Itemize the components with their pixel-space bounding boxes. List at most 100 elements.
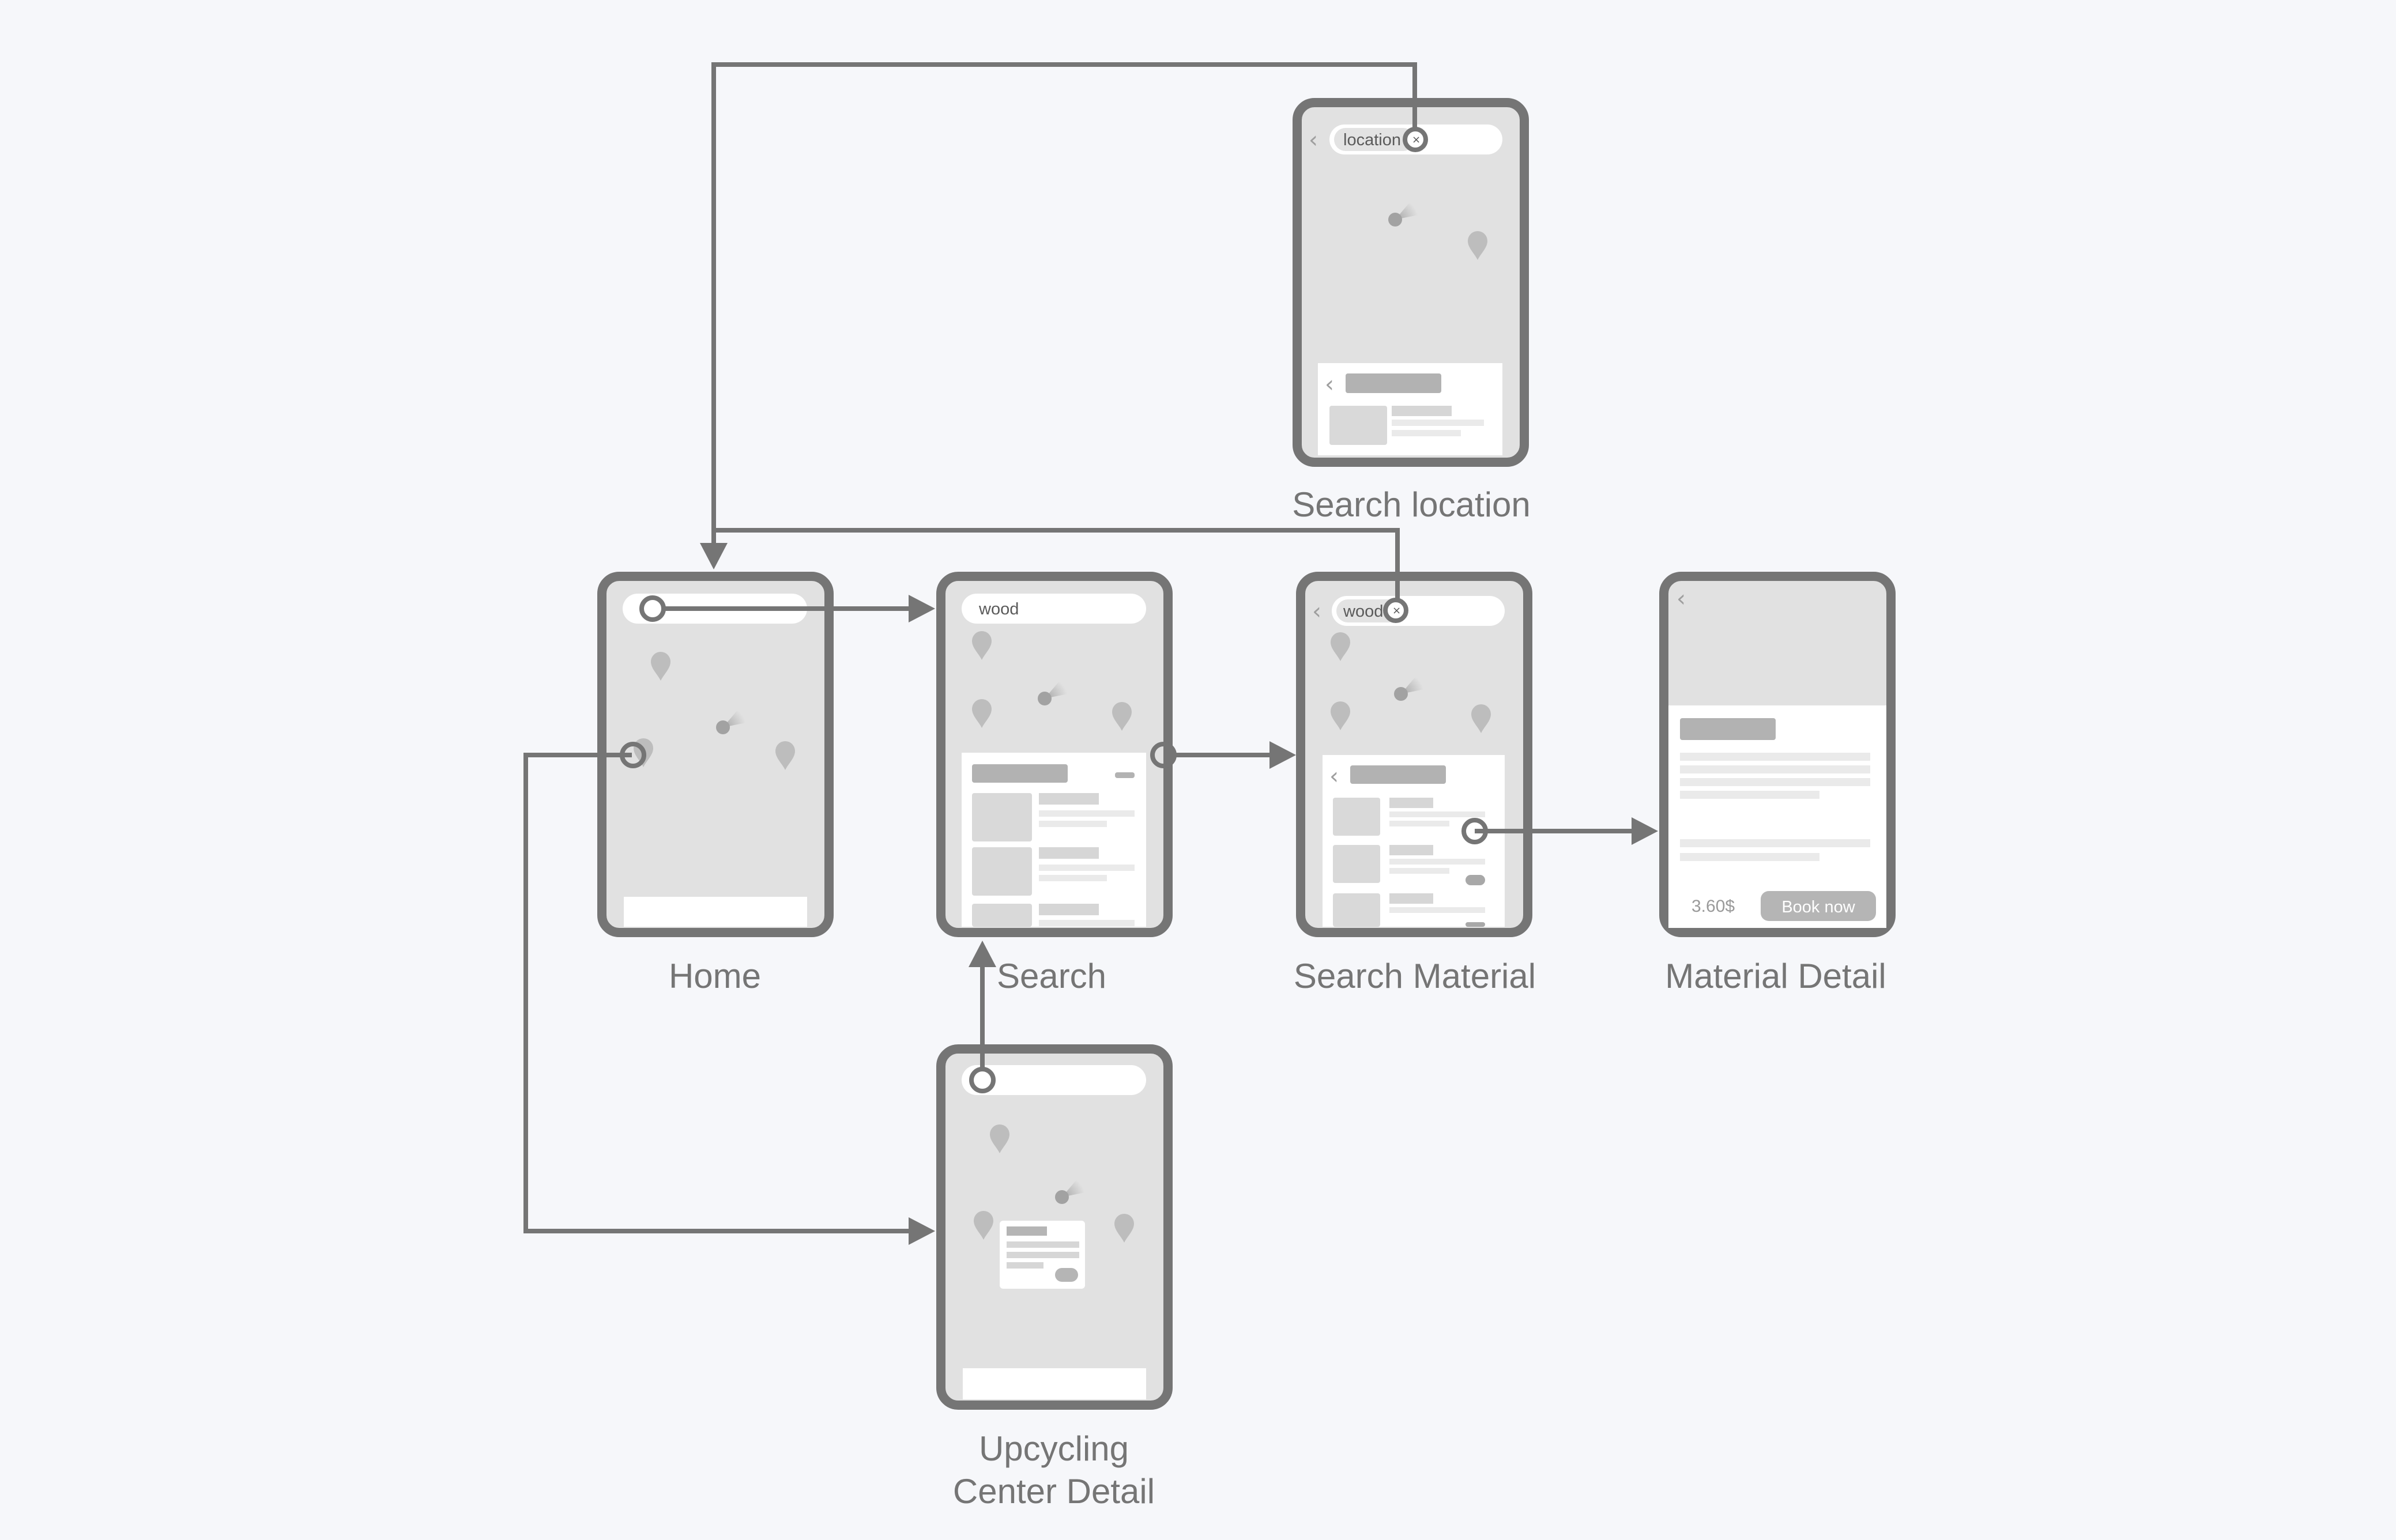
search-chip-text: location [1343, 131, 1401, 149]
screen-search-material: ‹ wood × ‹ Search [1294, 572, 1536, 995]
connector-line [523, 753, 910, 1233]
text-line-placeholder [1039, 810, 1135, 817]
text-line-placeholder [1039, 821, 1107, 827]
thumbnail-placeholder [1329, 406, 1387, 445]
text-line-placeholder [1392, 406, 1452, 416]
text-line-placeholder [1007, 1241, 1079, 1248]
bottom-bar [963, 1368, 1146, 1399]
list-item[interactable] [972, 904, 1135, 927]
text-line-placeholder [1039, 875, 1107, 881]
book-now-button[interactable] [1761, 891, 1876, 921]
price-text: 3.60$ [1691, 897, 1735, 916]
text-line-placeholder [1389, 798, 1433, 808]
arrow-heads [700, 543, 1658, 1245]
arrow-head-icon [1269, 741, 1296, 769]
screen-label: Home [669, 957, 761, 995]
search-chip[interactable] [1336, 599, 1400, 622]
thumbnail-placeholder [1333, 845, 1380, 883]
thumbnail-placeholder [1333, 798, 1380, 836]
detail-title-placeholder [1680, 718, 1776, 740]
sheet-title-placeholder [1350, 765, 1446, 784]
book-now-label: Book now [1781, 898, 1855, 916]
back-chevron-icon[interactable]: ‹ [1312, 598, 1321, 625]
text-line-placeholder [1680, 753, 1870, 761]
screen-label-line2: Center Detail [953, 1472, 1155, 1511]
hotspot-circle-icon[interactable] [639, 595, 666, 622]
arrow-head-icon [1632, 817, 1658, 845]
screen-label-line1: Upcycling [979, 1429, 1129, 1468]
screen-label: Search Material [1294, 957, 1536, 995]
search-text: wood [978, 600, 1019, 618]
card-action-placeholder[interactable] [1055, 1268, 1078, 1282]
connector-line [711, 62, 1417, 545]
back-chevron-icon[interactable]: ‹ [1677, 586, 1686, 612]
text-line-placeholder [1007, 1226, 1047, 1236]
text-line-placeholder [1007, 1262, 1043, 1269]
screen-home: Home [597, 572, 834, 995]
sheet-title-placeholder [972, 764, 1068, 783]
item-action-placeholder[interactable] [1466, 875, 1485, 885]
list-item[interactable] [972, 793, 1135, 841]
screen-search: wood Search [936, 572, 1173, 995]
hotspot-circle-icon[interactable] [1461, 818, 1488, 844]
text-line-placeholder [1039, 847, 1099, 859]
text-line-placeholder [1392, 420, 1484, 426]
sheet-back-chevron-icon[interactable]: ‹ [1329, 763, 1339, 790]
screen-label: Search location [1292, 485, 1531, 524]
screen-search-location: ‹ location × ‹ Search location [1292, 98, 1531, 524]
arrow-head-icon [700, 543, 728, 569]
thumbnail-placeholder [972, 904, 1032, 927]
text-line-placeholder [1680, 791, 1819, 799]
hotspot-circle-icon[interactable] [969, 1067, 996, 1093]
text-line-placeholder [1392, 430, 1461, 436]
arrow-head-icon [909, 595, 935, 622]
search-bar[interactable] [962, 594, 1146, 624]
text-line-placeholder [1389, 845, 1433, 855]
search-chip-text: wood [1343, 602, 1383, 621]
list-item[interactable] [1333, 893, 1485, 927]
flow-connectors [523, 62, 1633, 1233]
text-line-placeholder [1039, 793, 1099, 805]
screen-material-detail: ‹ 3.60$ Book now Material Detail [1659, 572, 1896, 995]
thumbnail-placeholder [972, 793, 1032, 841]
thumbnail-placeholder [972, 847, 1032, 896]
item-action-placeholder[interactable] [1466, 922, 1485, 927]
text-line-placeholder [1389, 821, 1449, 826]
hotspot-circle-icon[interactable] [1150, 742, 1177, 768]
close-icon[interactable]: × [1392, 605, 1401, 617]
bottom-bar [624, 897, 807, 927]
search-bar[interactable] [962, 1065, 1146, 1095]
list-item[interactable] [1333, 845, 1485, 885]
detail-content [1668, 705, 1886, 928]
search-chip[interactable] [1334, 128, 1415, 151]
text-line-placeholder [1389, 907, 1485, 913]
text-line-placeholder [1680, 778, 1870, 786]
list-item[interactable] [972, 847, 1135, 896]
sheet-back-chevron-icon[interactable]: ‹ [1325, 371, 1334, 398]
connector-line [714, 528, 1400, 599]
hotspot-circle-icon[interactable] [1383, 598, 1408, 623]
text-line-placeholder [1039, 865, 1135, 871]
thumbnail-placeholder [1333, 893, 1380, 927]
text-line-placeholder [1389, 868, 1449, 874]
text-line-placeholder [1680, 839, 1870, 847]
hotspots [620, 595, 1488, 1093]
screen-label: Material Detail [1665, 957, 1886, 995]
text-line-placeholder [1039, 904, 1099, 915]
text-line-placeholder [1389, 859, 1485, 865]
text-line-placeholder [1680, 765, 1870, 773]
text-line-placeholder [1389, 893, 1433, 904]
text-line-placeholder [1039, 920, 1135, 926]
text-line-placeholder [1007, 1252, 1079, 1258]
back-chevron-icon[interactable]: ‹ [1309, 127, 1318, 153]
list-item[interactable] [1333, 798, 1485, 836]
sheet-action-placeholder [1115, 772, 1135, 778]
hotspot-circle-icon[interactable] [620, 742, 646, 768]
close-icon[interactable]: × [1412, 134, 1421, 146]
arrow-head-icon [909, 1217, 935, 1245]
screen-upcycling-center-detail: Upcycling Center Detail [936, 1044, 1173, 1511]
sheet-title-placeholder [1346, 373, 1441, 393]
text-line-placeholder [1389, 811, 1485, 817]
arrow-head-icon [969, 941, 996, 967]
